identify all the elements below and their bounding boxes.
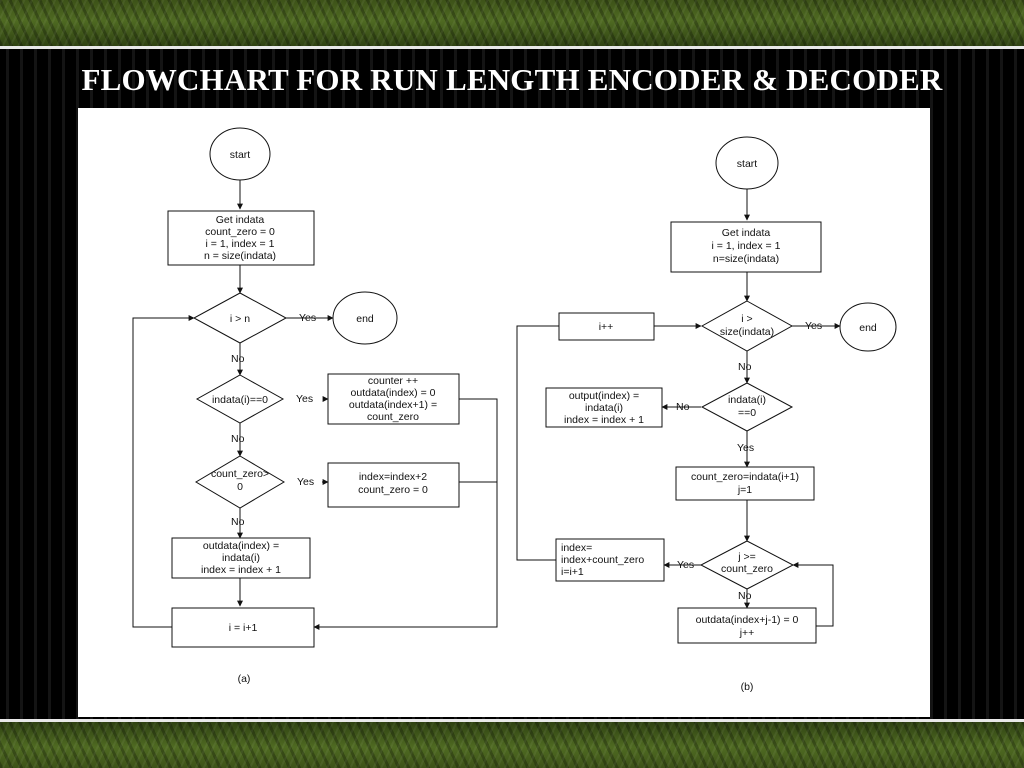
decision-label-b1: size(indata) <box>720 326 774 338</box>
no-label: No <box>231 516 245 528</box>
yes-label: Yes <box>805 320 822 332</box>
index-line-a: count_zero = 0 <box>358 484 428 496</box>
yes-label: Yes <box>297 476 314 488</box>
no-label: No <box>738 361 752 373</box>
end-label-a: end <box>356 313 374 325</box>
yes-label: Yes <box>299 312 316 324</box>
init-line-a: count_zero = 0 <box>205 226 275 238</box>
decision-label-b3: j >= <box>737 551 756 563</box>
init-line-a: Get indata <box>216 214 265 226</box>
counter-line-a: outdata(index) = 0 <box>351 387 436 399</box>
decision-indata-zero <box>195 374 285 424</box>
flowchart-b-connectors <box>516 189 841 627</box>
no-label: No <box>676 401 690 413</box>
outdata-line-b: outdata(index+j-1) = 0 <box>696 614 799 626</box>
decision-label-b2: indata(i) <box>728 394 766 406</box>
caption-b: (b) <box>741 681 754 693</box>
end-terminal-a <box>332 291 398 345</box>
decision-label-b1: i > <box>741 313 752 325</box>
decision-indata-zero-b <box>700 382 794 432</box>
output-line-a: outdata(index) = <box>203 540 279 552</box>
flowchart-panel: start Get indata count_zero = 0 i = 1, i… <box>78 108 930 717</box>
output-box-a <box>171 537 311 579</box>
output-line-b: index = index + 1 <box>564 414 644 426</box>
init-line-b: Get indata <box>722 227 771 239</box>
yes-label: Yes <box>737 442 754 454</box>
output-line-a: indata(i) <box>222 552 260 564</box>
end-label-b: end <box>859 322 877 334</box>
end-terminal-b <box>839 302 897 352</box>
index-line-b: index= <box>561 542 592 554</box>
outdata-line-b: j++ <box>739 627 755 639</box>
count-zero-box-b <box>675 466 815 501</box>
init-line-b: i = 1, index = 1 <box>712 240 781 252</box>
yes-label: Yes <box>677 559 694 571</box>
increment-box-b <box>558 312 655 341</box>
decision-label-b3: count_zero <box>721 563 773 575</box>
index-box-a <box>327 462 460 508</box>
flowchart-a: start Get indata count_zero = 0 i = 1, i… <box>132 127 498 685</box>
no-label: No <box>231 433 245 445</box>
decision-i-gt-size <box>700 300 794 352</box>
decision-count-zero <box>195 455 285 509</box>
decision-label-b2: ==0 <box>738 407 756 419</box>
increment-label-a: i = i+1 <box>229 622 258 634</box>
decision-label-a3: 0 <box>237 481 243 493</box>
increment-box-a <box>171 607 315 648</box>
no-label: No <box>738 590 752 602</box>
flowcharts-svg: start Get indata count_zero = 0 i = 1, i… <box>132 127 897 693</box>
init-line-a: n = size(indata) <box>204 250 276 262</box>
output-box-b <box>545 387 663 428</box>
counter-line-a: counter ++ <box>368 375 418 387</box>
counter-box-a <box>327 373 460 425</box>
divider-top <box>0 46 1024 49</box>
no-label: No <box>231 353 245 365</box>
caption-a: (a) <box>238 673 251 685</box>
decision-label-a1: i > n <box>230 313 250 325</box>
init-box-b <box>670 221 822 273</box>
start-label-a: start <box>230 149 251 161</box>
output-line-b: output(index) = <box>569 390 639 402</box>
grass-banner-bottom <box>0 722 1024 768</box>
counter-line-a: count_zero <box>367 411 419 423</box>
count-zero-line-b: count_zero=indata(i+1) <box>691 471 799 483</box>
count-zero-line-b: j=1 <box>737 484 752 496</box>
decision-label-a2: indata(i)==0 <box>212 394 268 406</box>
index-line-a: index=index+2 <box>359 471 427 483</box>
index-line-b: i=i+1 <box>561 566 584 578</box>
index-box-b <box>555 538 665 582</box>
init-line-a: i = 1, index = 1 <box>206 238 275 250</box>
flowchart-a-connectors <box>132 180 498 630</box>
start-terminal-b <box>715 136 779 190</box>
counter-line-a: outdata(index+1) = <box>349 399 437 411</box>
init-box-a <box>167 210 315 266</box>
init-line-b: n=size(indata) <box>713 253 779 265</box>
start-label-b: start <box>737 158 758 170</box>
decision-j-ge-count <box>699 540 795 590</box>
output-line-b: indata(i) <box>585 402 623 414</box>
outdata-box-b <box>677 607 817 644</box>
slide-title: FLOWCHART FOR RUN LENGTH ENCODER & DECOD… <box>81 62 943 97</box>
grass-banner-top <box>0 0 1024 46</box>
decision-i-gt-n <box>192 292 288 344</box>
output-line-a: index = index + 1 <box>201 564 281 576</box>
flowchart-b: start Get indata i = 1, index = 1 n=size… <box>516 136 897 693</box>
divider-bottom <box>0 719 1024 722</box>
start-terminal-a <box>209 127 271 181</box>
yes-label: Yes <box>296 393 313 405</box>
decision-label-a3: count_zero> <box>211 468 269 480</box>
increment-label-b: i++ <box>599 321 614 333</box>
index-line-b: index+count_zero <box>561 554 644 566</box>
